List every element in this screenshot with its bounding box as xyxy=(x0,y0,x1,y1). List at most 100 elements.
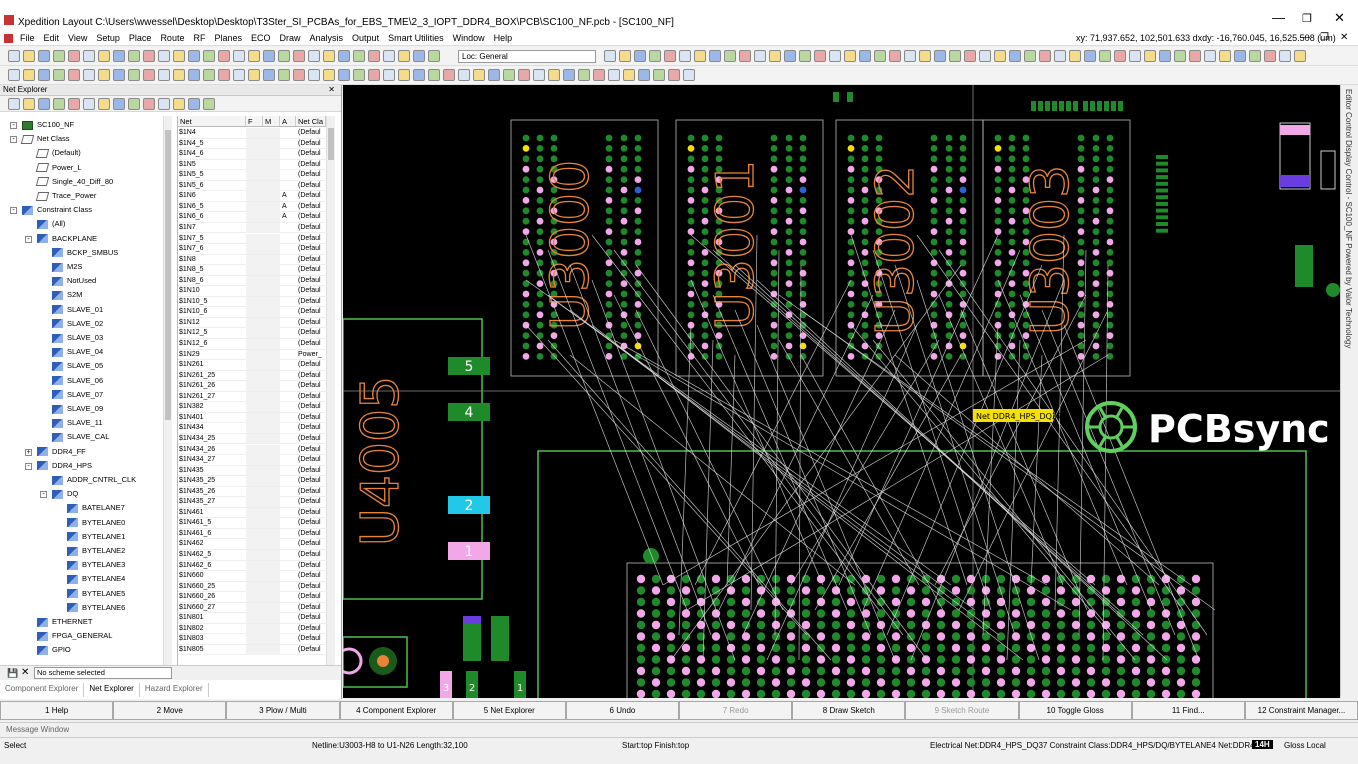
tree-item[interactable]: BYTELANE4 xyxy=(67,572,125,586)
table-row[interactable]: $1N4(Defaul xyxy=(178,128,328,139)
main-right-tool-2-icon[interactable] xyxy=(619,50,631,62)
main-right-tool-6-icon[interactable] xyxy=(679,50,691,62)
table-row[interactable]: $1N5(Defaul xyxy=(178,159,328,171)
main-tool-22-icon[interactable] xyxy=(323,50,335,62)
table-row[interactable]: $1N462_5(Defaul xyxy=(178,550,328,561)
main-tool-11-icon[interactable] xyxy=(158,50,170,62)
main-right-tool-32-icon[interactable] xyxy=(1069,50,1081,62)
table-row[interactable]: $1N8(Defaul xyxy=(178,254,328,266)
fkey-6-button[interactable]: 6 Undo xyxy=(565,701,680,720)
main-tool-1-icon[interactable] xyxy=(8,50,20,62)
main-tool-4-icon[interactable] xyxy=(53,50,65,62)
table-row[interactable]: $1N461_6(Defaul xyxy=(178,528,328,540)
secondary-tool-44-icon[interactable] xyxy=(653,69,665,81)
table-row[interactable]: $1N5_6(Defaul xyxy=(178,180,328,192)
main-tool-8-icon[interactable] xyxy=(113,50,125,62)
tree-item[interactable]: BYTELANE5 xyxy=(67,587,125,601)
main-right-tool-15-icon[interactable] xyxy=(814,50,826,62)
fkey-8-button[interactable]: 8 Draw Sketch xyxy=(792,701,906,720)
secondary-tool-18-icon[interactable] xyxy=(263,69,275,81)
menu-output[interactable]: Output xyxy=(352,33,380,43)
explorer-tool-13-icon[interactable] xyxy=(188,98,200,110)
menu-setup[interactable]: Setup xyxy=(96,33,120,43)
secondary-tool-37-icon[interactable] xyxy=(548,69,560,81)
secondary-tool-23-icon[interactable] xyxy=(338,69,350,81)
secondary-tool-46-icon[interactable] xyxy=(683,69,695,81)
tree-item[interactable]: BYTELANE1 xyxy=(67,530,125,544)
main-tool-23-icon[interactable] xyxy=(338,50,350,62)
main-tool-13-icon[interactable] xyxy=(188,50,200,62)
secondary-tool-40-icon[interactable] xyxy=(593,69,605,81)
main-right-tool-39-icon[interactable] xyxy=(1174,50,1186,62)
explorer-tool-4-icon[interactable] xyxy=(53,98,65,110)
table-row[interactable]: $1N660_26(Defaul xyxy=(178,592,328,603)
mdi-close-icon[interactable]: ✕ xyxy=(1340,32,1349,43)
tree-item[interactable]: SLAVE_03 xyxy=(52,331,103,345)
secondary-tool-34-icon[interactable] xyxy=(503,69,515,81)
tree-item[interactable]: DDR4_FF xyxy=(37,445,86,459)
table-row[interactable]: $1N805(Defaul xyxy=(178,644,328,656)
menu-help[interactable]: Help xyxy=(493,33,513,43)
main-right-tool-34-icon[interactable] xyxy=(1099,50,1111,62)
tree-item[interactable]: BYTELANE6 xyxy=(67,601,125,615)
table-row[interactable]: $1N261_25(Defaul xyxy=(178,370,328,382)
tree-item[interactable]: (Default) xyxy=(35,146,81,160)
tree-item[interactable]: BCKP_SMBUS xyxy=(52,246,118,260)
main-tool-28-icon[interactable] xyxy=(413,50,425,62)
secondary-tool-26-icon[interactable] xyxy=(383,69,395,81)
explorer-tool-8-icon[interactable] xyxy=(113,98,125,110)
tree-item[interactable]: ADDR_CNTRL_CLK xyxy=(52,473,136,487)
table-row[interactable]: $1N660_25(Defaul xyxy=(178,581,328,593)
menu-planes[interactable]: Planes xyxy=(214,33,242,43)
main-right-tool-46-icon[interactable] xyxy=(1279,50,1291,62)
tree-toggle-icon[interactable]: - xyxy=(25,235,32,243)
table-row[interactable]: $1N261_26(Defaul xyxy=(178,381,328,392)
main-right-tool-12-icon[interactable] xyxy=(769,50,781,62)
main-right-tool-27-icon[interactable] xyxy=(994,50,1006,62)
table-row[interactable]: $1N434_26(Defaul xyxy=(178,444,328,455)
secondary-tool-3-icon[interactable] xyxy=(38,69,50,81)
main-right-tool-33-icon[interactable] xyxy=(1084,50,1096,62)
tree-item[interactable]: ETHERNET xyxy=(37,615,92,629)
table-row[interactable]: $1N10(Defaul xyxy=(178,286,328,297)
tree-item[interactable]: NotUsed xyxy=(52,274,96,288)
secondary-tool-42-icon[interactable] xyxy=(623,69,635,81)
main-right-tool-20-icon[interactable] xyxy=(889,50,901,62)
main-tool-7-icon[interactable] xyxy=(98,50,110,62)
table-row[interactable]: $1N8_6(Defaul xyxy=(178,275,328,287)
menu-analysis[interactable]: Analysis xyxy=(309,33,344,43)
table-row[interactable]: $1N5_5(Defaul xyxy=(178,170,328,181)
tree-item[interactable]: Power_L xyxy=(35,161,82,175)
table-row[interactable]: $1N434(Defaul xyxy=(178,423,328,434)
tree-toggle-icon[interactable]: - xyxy=(10,136,17,144)
explorer-tool-3-icon[interactable] xyxy=(38,98,50,110)
tree-item[interactable]: SLAVE_07 xyxy=(52,388,103,402)
main-tool-24-icon[interactable] xyxy=(353,50,365,62)
main-right-tool-41-icon[interactable] xyxy=(1204,50,1216,62)
main-right-tool-7-icon[interactable] xyxy=(694,50,706,62)
tree-item[interactable]: BYTELANE0 xyxy=(67,516,125,530)
main-tool-16-icon[interactable] xyxy=(233,50,245,62)
main-right-tool-17-icon[interactable] xyxy=(844,50,856,62)
main-tool-14-icon[interactable] xyxy=(203,50,215,62)
table-row[interactable]: $1N8_5(Defaul xyxy=(178,265,328,276)
table-row[interactable]: $1N10_5(Defaul xyxy=(178,296,328,308)
secondary-tool-7-icon[interactable] xyxy=(98,69,110,81)
main-right-tool-19-icon[interactable] xyxy=(874,50,886,62)
panel-close-icon[interactable]: ✕ xyxy=(328,85,335,94)
secondary-tool-17-icon[interactable] xyxy=(248,69,260,81)
main-right-tool-45-icon[interactable] xyxy=(1264,50,1276,62)
secondary-tool-31-icon[interactable] xyxy=(458,69,470,81)
secondary-tool-21-icon[interactable] xyxy=(308,69,320,81)
mdi-restore-icon[interactable]: ❐ xyxy=(1320,32,1329,43)
main-right-tool-28-icon[interactable] xyxy=(1009,50,1021,62)
main-right-tool-23-icon[interactable] xyxy=(934,50,946,62)
main-tool-15-icon[interactable] xyxy=(218,50,230,62)
grid-scrollbar[interactable] xyxy=(326,116,335,671)
mdi-minimize-icon[interactable]: — xyxy=(1300,32,1310,43)
main-right-tool-43-icon[interactable] xyxy=(1234,50,1246,62)
table-row[interactable]: $1N434_25(Defaul xyxy=(178,433,328,445)
secondary-tool-12-icon[interactable] xyxy=(173,69,185,81)
